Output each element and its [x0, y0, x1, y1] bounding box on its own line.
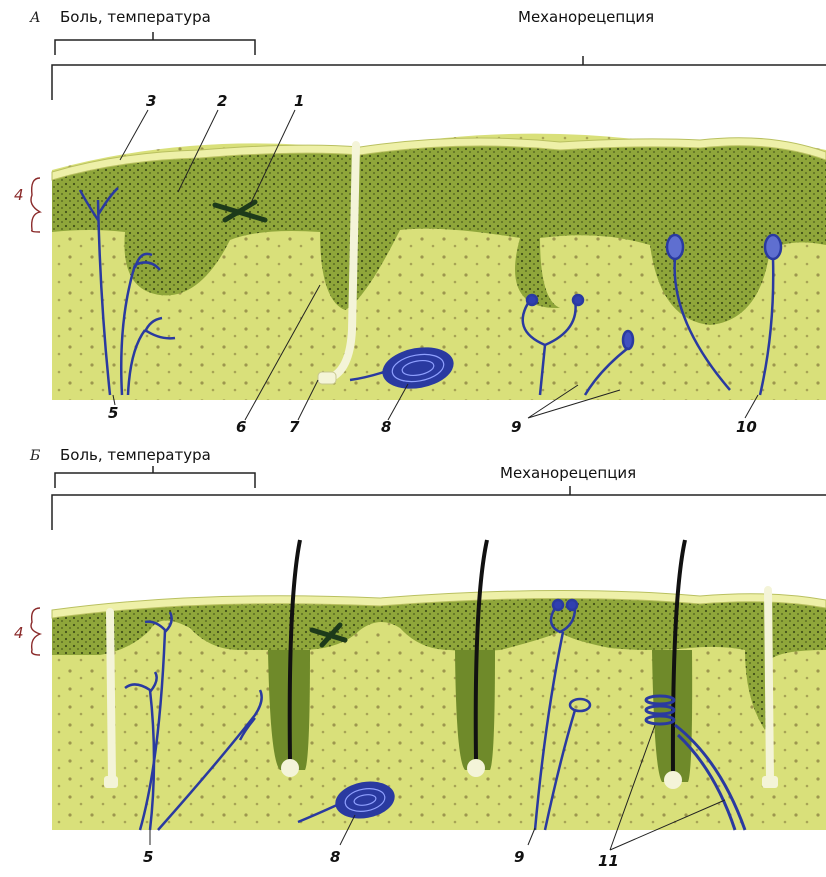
panel-a-epidermis-brace — [31, 178, 40, 232]
panel-a-label-7: 7 — [289, 418, 300, 436]
panel-b-light-hair-right — [768, 590, 770, 780]
panel-b-letter: Б — [29, 448, 40, 464]
panel-b-mechanoreception-label: Механорецепция — [500, 464, 636, 482]
panel-a-pain-label: Боль, температура — [60, 8, 211, 26]
panel-a-label-4: 4 — [14, 186, 24, 204]
panel-a-label-2: 2 — [217, 92, 227, 110]
panel-b-mechanoreception-bracket — [52, 486, 826, 530]
panel-a: А Боль, температура Механорецепция — [14, 8, 826, 436]
panel-b-pain-bracket — [55, 466, 255, 488]
panel-a-label-9: 9 — [511, 418, 521, 436]
panel-b-label-4: 4 — [14, 624, 24, 642]
panel-b-label-11: 11 — [598, 852, 619, 870]
panel-a-label-10: 10 — [736, 418, 757, 436]
panel-a-mechanoreception-bracket — [52, 56, 826, 100]
panel-b-epidermis-brace — [31, 608, 40, 655]
panel-b: Б Боль, температура Механорецепция — [14, 446, 826, 870]
panel-a-label-5: 5 — [108, 404, 118, 422]
panel-b-label-9: 9 — [514, 848, 524, 866]
panel-b-label-5: 5 — [143, 848, 153, 866]
panel-a-label-3: 3 — [146, 92, 156, 110]
panel-b-pain-label: Боль, температура — [60, 446, 211, 464]
panel-b-light-hair-left — [110, 612, 112, 780]
panel-a-label-6: 6 — [236, 418, 246, 436]
panel-a-hair-bulb — [318, 372, 336, 384]
panel-b-label-8: 8 — [330, 848, 340, 866]
panel-a-mechanoreception-label: Механорецепция — [518, 8, 654, 26]
panel-a-letter: А — [29, 10, 41, 26]
panel-a-label-8: 8 — [381, 418, 391, 436]
panel-a-pain-bracket — [55, 32, 255, 55]
panel-a-label-1: 1 — [294, 92, 304, 110]
